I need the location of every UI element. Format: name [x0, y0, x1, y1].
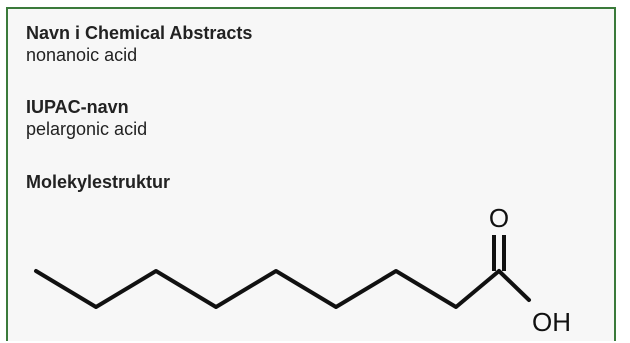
- cas-name-label: Navn i Chemical Abstracts: [26, 23, 253, 43]
- iupac-name-label: IUPAC-navn: [26, 97, 129, 117]
- molecular-structure-label: Molekylestruktur: [26, 172, 171, 192]
- chemical-info-panel: Navn i Chemical Abstracts nonanoic acid …: [6, 7, 616, 341]
- molecular-structure-diagram: O OH: [34, 203, 571, 337]
- cas-name-value: nonanoic acid: [26, 45, 138, 65]
- cas-name-field: Navn i Chemical Abstracts nonanoic acid: [26, 22, 252, 66]
- iupac-name-value: pelargonic acid: [26, 119, 148, 139]
- carbon-chain: [34, 269, 501, 309]
- iupac-name-field: IUPAC-navn pelargonic acid: [26, 96, 147, 140]
- hydroxyl-bond: [497, 269, 531, 302]
- hydroxyl-group-label: OH: [532, 307, 571, 337]
- oxygen-atom-label: O: [489, 203, 509, 233]
- molecular-structure-field: Molekylestruktur: [26, 171, 170, 193]
